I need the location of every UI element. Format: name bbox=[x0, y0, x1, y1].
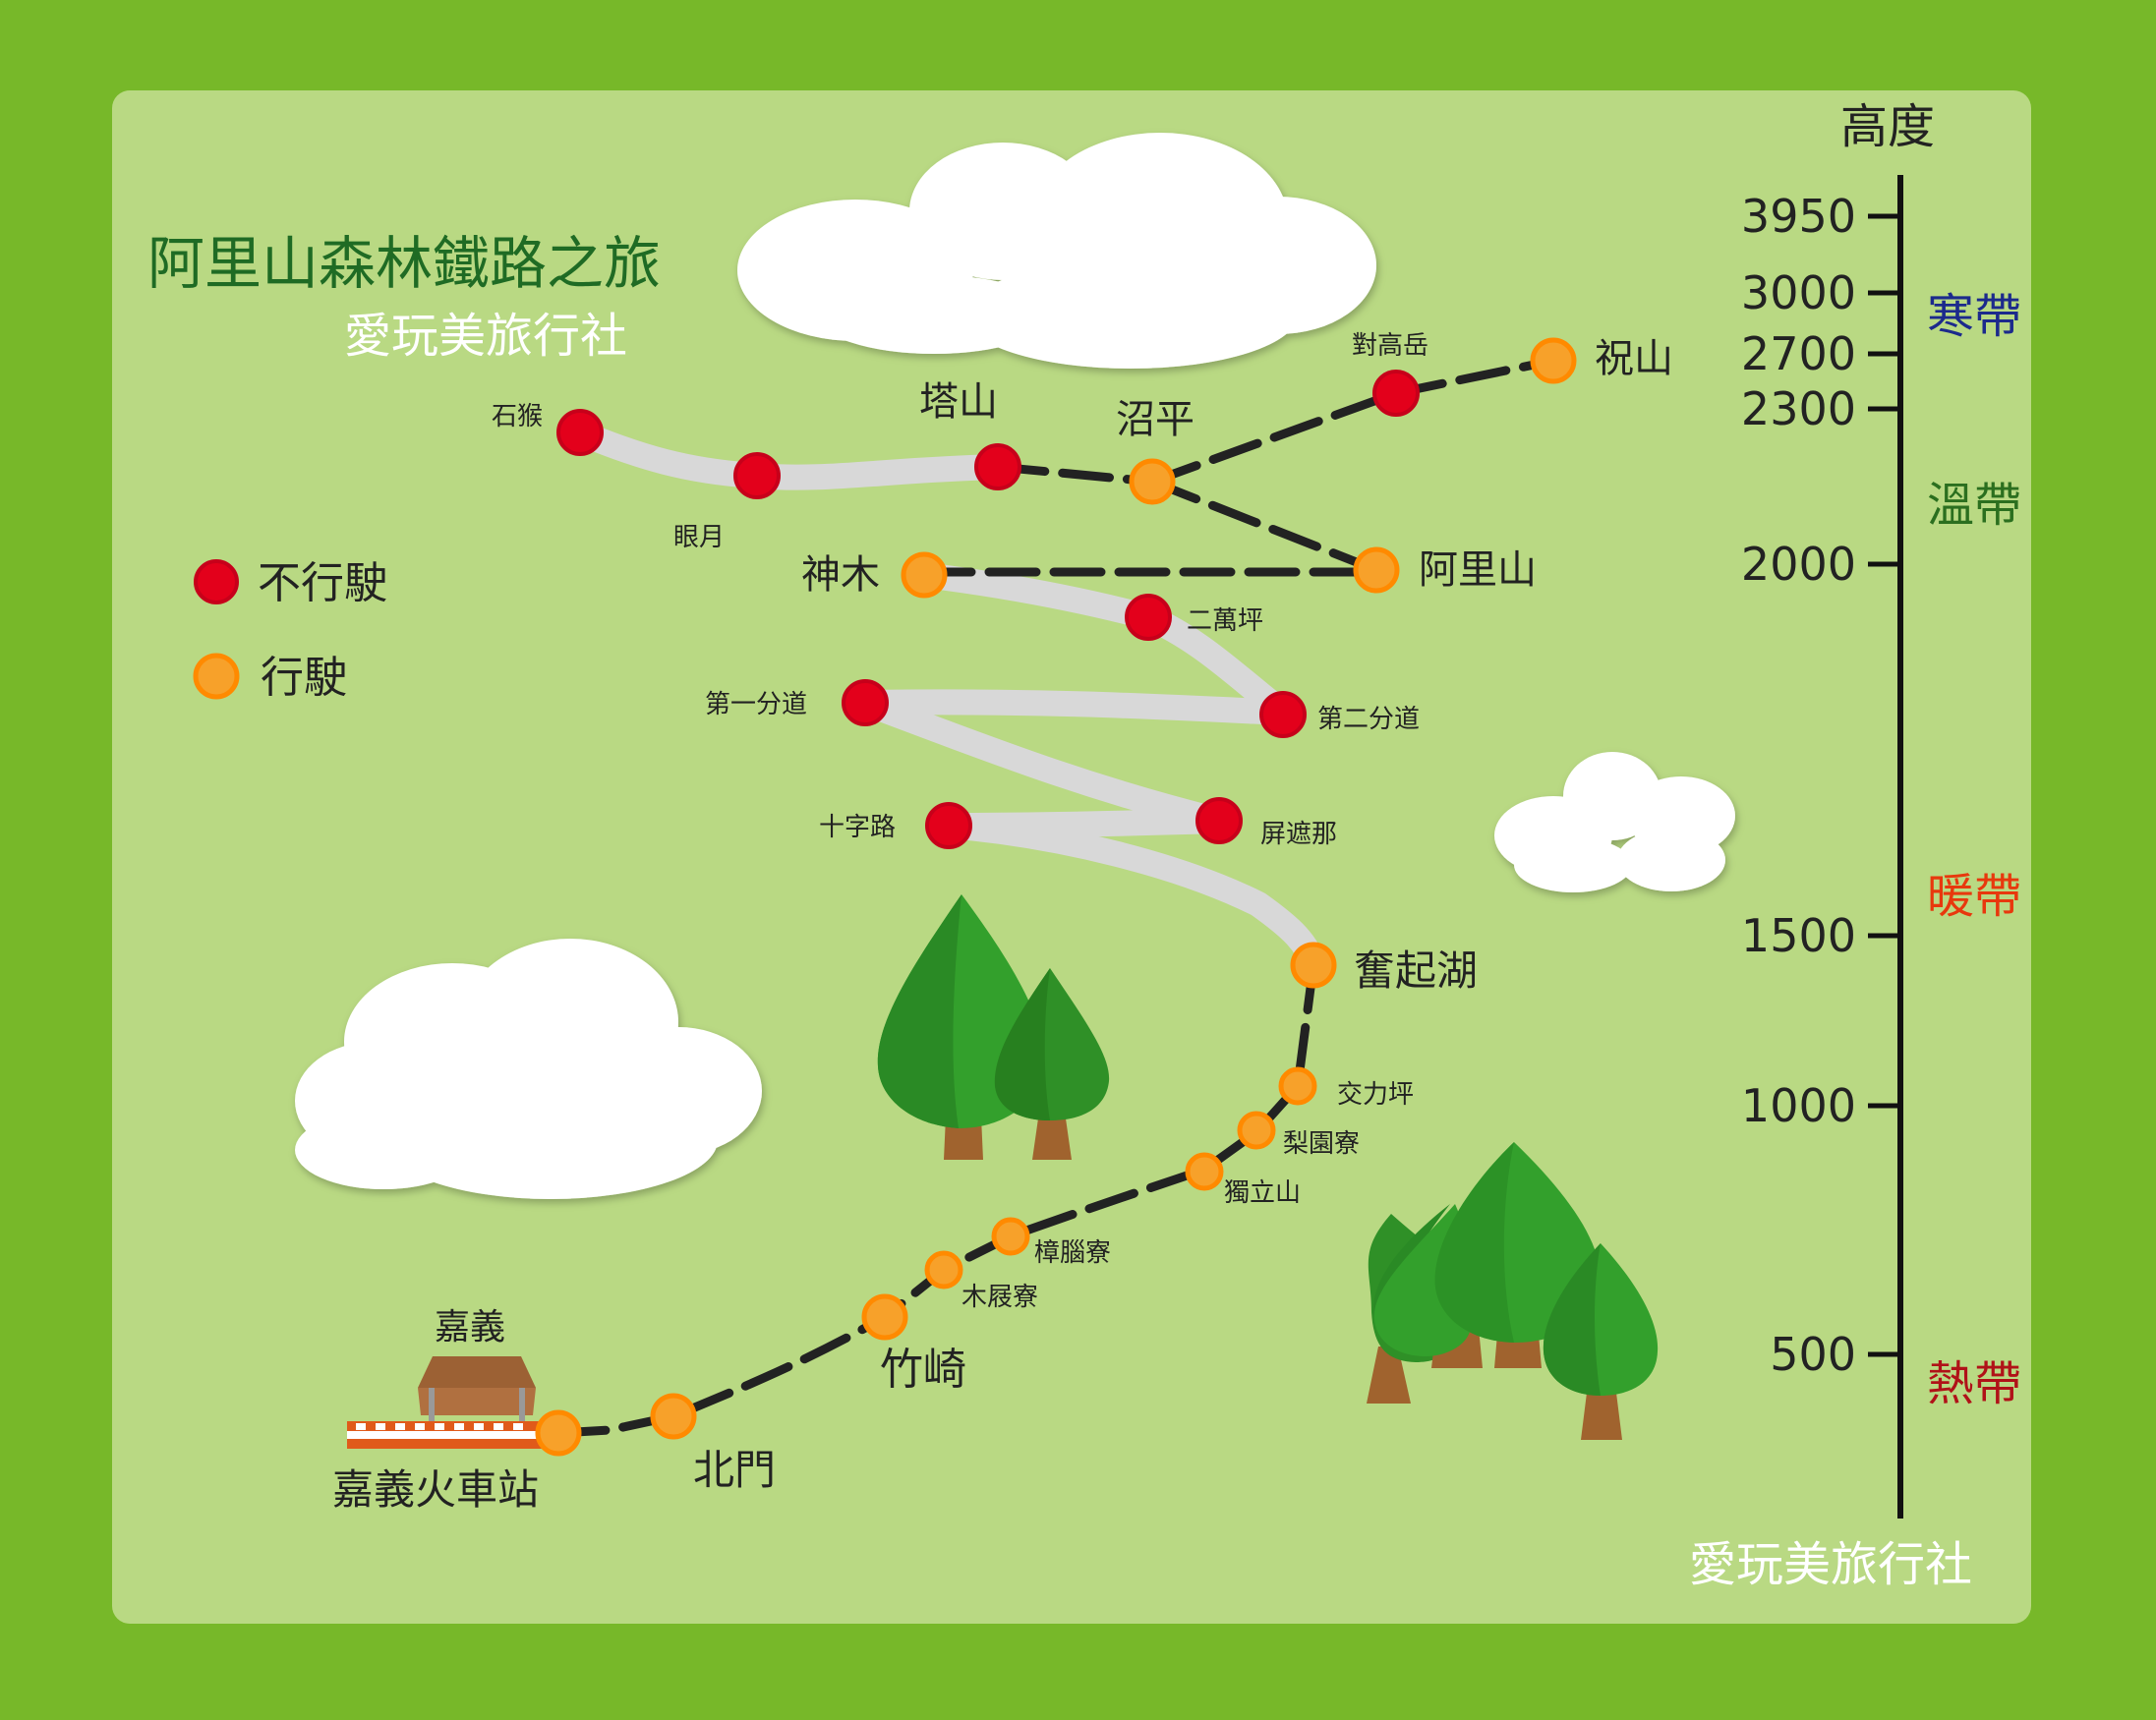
zone-temperate: 溫帶 bbox=[1927, 478, 2021, 533]
altitude-tick: 1500 bbox=[1741, 909, 1856, 962]
station-yanyue[interactable] bbox=[733, 452, 781, 499]
abandoned-track bbox=[567, 420, 1326, 978]
label-erwanping: 二萬坪 bbox=[1187, 606, 1263, 636]
station-shihou[interactable] bbox=[556, 409, 604, 456]
altitude-heading: 高度 bbox=[1840, 99, 1935, 154]
altitude-tick: 3000 bbox=[1741, 266, 1856, 319]
cloud-icon bbox=[295, 939, 762, 1199]
tree-icon bbox=[1543, 1243, 1659, 1440]
label-fenqihu: 奮起湖 bbox=[1354, 946, 1478, 995]
label-shihou: 石猴 bbox=[492, 402, 543, 431]
station-jiaoliping[interactable] bbox=[1278, 1066, 1317, 1106]
zone-tropical: 熱帶 bbox=[1927, 1356, 2021, 1411]
label-shenmu: 神木 bbox=[801, 552, 880, 598]
legend-not-running-dot bbox=[194, 559, 239, 604]
label-zhangnaoliao: 樟腦寮 bbox=[1034, 1238, 1111, 1268]
tree-icon bbox=[994, 968, 1110, 1160]
label-zhushan: 祝山 bbox=[1595, 336, 1673, 381]
cloud-icon bbox=[1494, 752, 1735, 892]
watermark: 愛玩美旅行社 bbox=[1689, 1537, 1972, 1592]
station-shizilu[interactable] bbox=[925, 802, 972, 849]
altitude-tick: 2000 bbox=[1741, 538, 1856, 591]
cloud-icon bbox=[737, 133, 1376, 369]
legend-running-label: 行駛 bbox=[261, 653, 347, 703]
station-mujiliao[interactable] bbox=[924, 1250, 963, 1290]
station-liyuanliao[interactable] bbox=[1237, 1111, 1276, 1150]
label-pingzhena: 屏遮那 bbox=[1260, 820, 1337, 849]
altitude-tick: 500 bbox=[1770, 1328, 1856, 1381]
station-zhangnaoliao[interactable] bbox=[991, 1217, 1030, 1256]
station-dierfendao[interactable] bbox=[1259, 691, 1307, 738]
label-alishan: 阿里山 bbox=[1419, 547, 1537, 593]
label-duigaoyue: 對高岳 bbox=[1352, 331, 1428, 361]
legend: 不行駛 行駛 bbox=[193, 558, 387, 703]
station-zhushan[interactable] bbox=[1530, 337, 1577, 384]
station-fenqihu[interactable] bbox=[1290, 942, 1337, 989]
label-mujiliao: 木屐寮 bbox=[961, 1283, 1038, 1312]
label-diyifendao: 第一分道 bbox=[705, 690, 807, 719]
map-subtitle: 愛玩美旅行社 bbox=[344, 309, 627, 364]
zone-warm: 暖帶 bbox=[1927, 869, 2021, 924]
station-diyifendao[interactable] bbox=[842, 679, 889, 726]
label-tashan: 塔山 bbox=[919, 379, 998, 425]
label-dierfendao: 第二分道 bbox=[1317, 705, 1420, 734]
altitude-tick: 3950 bbox=[1741, 190, 1856, 243]
station-zhuqi[interactable] bbox=[861, 1293, 908, 1341]
label-liyuanliao: 梨園寮 bbox=[1283, 1129, 1360, 1159]
zone-cold: 寒帶 bbox=[1927, 289, 2021, 344]
label-jiaoliping: 交力坪 bbox=[1337, 1080, 1414, 1110]
station-beimen[interactable] bbox=[650, 1393, 697, 1440]
altitude-tick: 1000 bbox=[1741, 1079, 1856, 1132]
station-erwanping[interactable] bbox=[1125, 594, 1172, 641]
altitude-scale: 高度 3950 3000 2700 2300 2000 1500 1000 50… bbox=[1741, 99, 2021, 1519]
label-yanyue: 眼月 bbox=[673, 523, 725, 552]
station-tashan[interactable] bbox=[974, 443, 1021, 490]
legend-running-dot bbox=[193, 653, 240, 700]
tree-icon bbox=[1434, 1142, 1602, 1368]
station-pingzhena[interactable] bbox=[1195, 797, 1243, 844]
label-beimen: 北門 bbox=[693, 1446, 776, 1494]
station-alishan[interactable] bbox=[1353, 546, 1400, 594]
label-chiayi-station: 嘉義火車站 bbox=[332, 1465, 539, 1514]
label-dulishan: 獨立山 bbox=[1224, 1178, 1301, 1208]
stations-not-running bbox=[556, 370, 1420, 849]
label-zhuqi: 竹崎 bbox=[880, 1345, 966, 1395]
station-duigaoyue[interactable] bbox=[1372, 370, 1420, 417]
station-zhaoping[interactable] bbox=[1129, 458, 1176, 505]
station-chiayi[interactable] bbox=[535, 1409, 582, 1457]
station-dulishan[interactable] bbox=[1185, 1152, 1224, 1191]
legend-not-running-label: 不行駛 bbox=[258, 558, 387, 608]
altitude-tick: 2300 bbox=[1741, 382, 1856, 435]
chiayi-station-icon bbox=[347, 1356, 544, 1449]
station-shenmu[interactable] bbox=[901, 551, 948, 599]
altitude-tick: 2700 bbox=[1741, 327, 1856, 380]
label-shizilu: 十字路 bbox=[819, 813, 896, 842]
label-zhaoping: 沼平 bbox=[1116, 397, 1195, 442]
chiayi-sign-label: 嘉義 bbox=[435, 1307, 505, 1347]
station-labels: 石猴 眼月 塔山 沼平 對高岳 祝山 神木 阿里山 二萬坪 第一分道 第二分道 … bbox=[332, 331, 1673, 1514]
stations-running bbox=[535, 337, 1577, 1457]
map-title: 阿里山森林鐵路之旅 bbox=[147, 230, 661, 297]
